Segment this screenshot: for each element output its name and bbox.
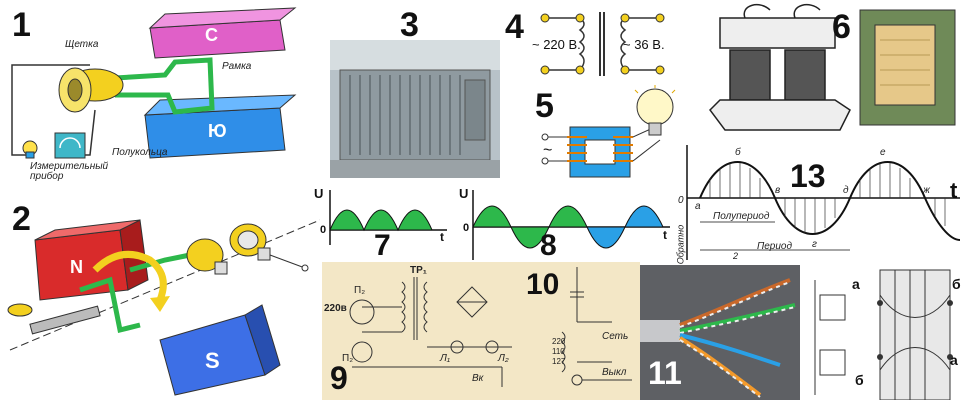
label-pole-s: S xyxy=(205,348,220,373)
panel-11-cable-photo: 11 xyxy=(640,265,800,400)
axis-u-7: U xyxy=(314,186,324,201)
sine-graph-graphic xyxy=(472,190,670,260)
label-magnet-c: С xyxy=(205,25,218,45)
label-tilde: ~ xyxy=(543,142,553,159)
cable-photo-graphic xyxy=(640,278,796,398)
point-b: б xyxy=(735,147,741,158)
panel-10-network-schematic: 10 220 110 127 Сеть Выкл xyxy=(522,262,640,400)
rectified-graph-graphic xyxy=(329,190,447,245)
point-d: д xyxy=(843,185,849,196)
panel-number-6: 6 xyxy=(832,8,851,46)
label-b-left: б xyxy=(855,372,864,388)
label-measuring-device: Измерительный прибор xyxy=(30,161,109,182)
label-l1: Л₁ xyxy=(440,353,451,364)
panel-number-5: 5 xyxy=(535,87,554,125)
panel-13-ac-period-graph: 13 t Обратно 0 а б в г д е ж Полупериод … xyxy=(675,140,970,265)
label-frame: Рамка xyxy=(222,61,252,72)
point-v: в xyxy=(775,185,781,196)
panel-1-generator-diagram: 1 Щетка Рамка Полукольца Измерительный п… xyxy=(0,0,310,200)
point-zh: ж xyxy=(923,185,930,196)
panel-number-9: 9 xyxy=(330,360,348,396)
panel-3-transformer-photo: 3 xyxy=(330,0,500,178)
contacts-drawing-graphic xyxy=(814,269,953,400)
ac-period-graph-graphic xyxy=(686,145,961,260)
panel-4-transformer-symbol: 4 ~ 220 В. ~ 36 В. xyxy=(505,0,705,85)
label-magnet-yu: Ю xyxy=(208,121,227,141)
label-vykl: Выкл xyxy=(602,367,627,378)
label-half-rings: Полукольца xyxy=(112,147,168,158)
transformer-symbol-graphic xyxy=(540,12,665,76)
label-l2: Л₂ xyxy=(498,353,509,364)
transformer-lamp-graphic xyxy=(541,85,676,178)
transformer-drawings-graphic xyxy=(709,3,956,131)
point-g: г xyxy=(812,239,817,250)
point-a: а xyxy=(695,201,701,212)
label-half-period: Полупериод xyxy=(713,211,770,222)
origin-7: 0 xyxy=(320,224,327,236)
label-110: 110 xyxy=(552,347,565,356)
frame-in-field-graphic xyxy=(7,219,320,396)
axis-t-8: t xyxy=(663,228,667,242)
label-36v: ~ 36 В. xyxy=(623,37,665,52)
panel-number-7: 7 xyxy=(374,229,391,261)
panel-number-8: 8 xyxy=(540,229,557,262)
origin-8: 0 xyxy=(463,222,470,234)
label-set: Сеть xyxy=(602,331,629,342)
panel-number-1: 1 xyxy=(12,6,31,44)
panel-9-supply-schematic: 220в П₂ П₂ ТР₁ Л₁ Л₂ Вк 9 xyxy=(322,262,522,400)
generator-diagram-graphic xyxy=(11,7,297,159)
axis-t-13: t xyxy=(950,178,958,203)
label-a-right: а xyxy=(950,352,958,368)
label-p2-bottom: П₂ xyxy=(342,353,354,364)
panel-number-4: 4 xyxy=(505,8,524,46)
panel-number-10: 10 xyxy=(526,268,560,301)
panel-8-sine-graph: U 0 t 8 xyxy=(455,185,675,265)
supply-schematic-graphic xyxy=(349,277,512,387)
axis-u-8: U xyxy=(459,186,469,201)
label-b-right-top: б xyxy=(952,276,961,292)
panel-number-11: 11 xyxy=(648,355,682,391)
label-127: 127 xyxy=(552,357,566,366)
panel-number-13: 13 xyxy=(790,158,826,194)
panel-5-transformer-lamp: 5 ~ xyxy=(505,85,690,185)
label-220-10: 220 xyxy=(552,337,566,346)
panel-number-3: 3 xyxy=(400,6,419,44)
label-period: Период xyxy=(757,241,793,252)
panel-2-frame-in-field: 2 N S xyxy=(0,200,320,400)
label-brush: Щетка xyxy=(65,39,99,50)
origin-13: 0 xyxy=(678,195,684,206)
label-pole-n: N xyxy=(70,257,83,277)
transformer-photo-graphic xyxy=(330,40,500,178)
label-vk: Вк xyxy=(472,373,484,384)
label-a-left: а xyxy=(852,276,860,292)
panel-12-contacts-drawing: 12 а б б а xyxy=(800,265,970,400)
panel-6-transformer-drawings: 6 xyxy=(700,0,970,140)
point-e: е xyxy=(880,147,886,158)
label-220v: ~ 220 В. xyxy=(532,37,581,52)
panel-number-2: 2 xyxy=(12,200,31,238)
panel-7-rectified-graph: U 0 t 7 xyxy=(312,185,452,260)
label-p2-top: П₂ xyxy=(354,285,366,296)
network-schematic-graphic xyxy=(561,267,632,386)
label-two: 2 xyxy=(733,251,739,261)
label-obratno: Обратно xyxy=(675,224,686,265)
label-tr1: ТР₁ xyxy=(410,265,427,276)
axis-t-7: t xyxy=(440,230,444,244)
label-220v-9: 220в xyxy=(324,303,347,314)
